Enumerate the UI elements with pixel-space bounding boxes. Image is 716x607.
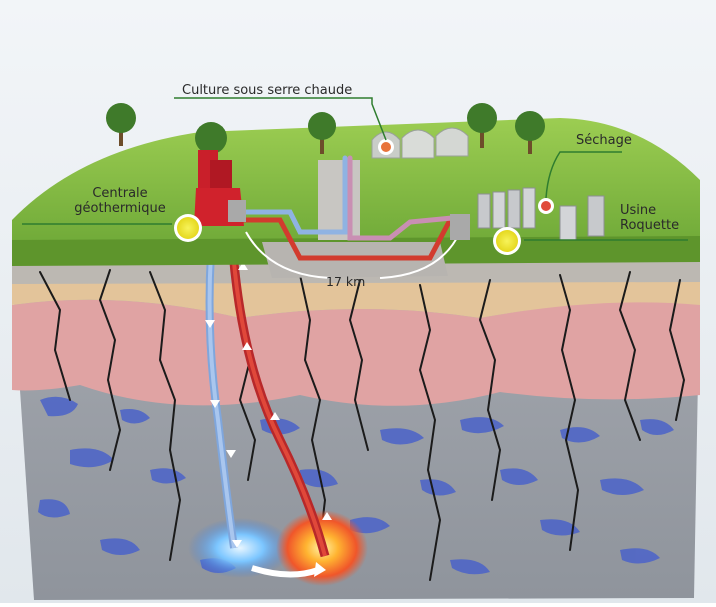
production-well-highlight [230,237,327,557]
distance-label: 17 km [326,274,366,289]
flow-arrow-icon [314,562,326,577]
factory-label: Usine Roquette [620,203,679,233]
location-marker-icon [378,139,394,155]
factory-label-line2: Roquette [620,218,680,233]
porous-rock-patches [38,396,674,575]
well-flow-arrows [205,262,332,548]
distance-bracket-left [245,231,331,279]
tree-icon [106,103,136,146]
tree-icon [308,112,336,154]
geothermal-plant-label: Centrale géothermique [66,186,174,216]
label-leader-lines [22,97,688,241]
location-marker-icon [174,214,202,242]
geothermal-plant-label-line1: Centrale [92,186,148,201]
injection-well-highlight [207,237,236,549]
tree-icon [515,111,545,154]
factory-label-line1: Usine [620,203,657,218]
location-marker-icon [538,198,554,214]
drying-label: Séchage [576,133,632,148]
reservoir-flow-arrow [251,565,320,578]
greenhouse-label: Culture sous serre chaude [182,83,353,98]
pink-rock-layer [12,299,700,406]
fracture-lines [39,269,686,581]
surface-pipes [237,155,455,261]
cooling-tower-icon [194,150,246,226]
location-marker-icon [493,227,521,255]
silo-icon [450,187,605,241]
cold-reservoir [188,518,292,578]
geothermal-plant-label-line2: géothermique [74,201,166,216]
greenhouse-branch-trench [318,160,360,240]
distance-bracket-right [379,231,461,279]
tree-icon [467,103,497,148]
